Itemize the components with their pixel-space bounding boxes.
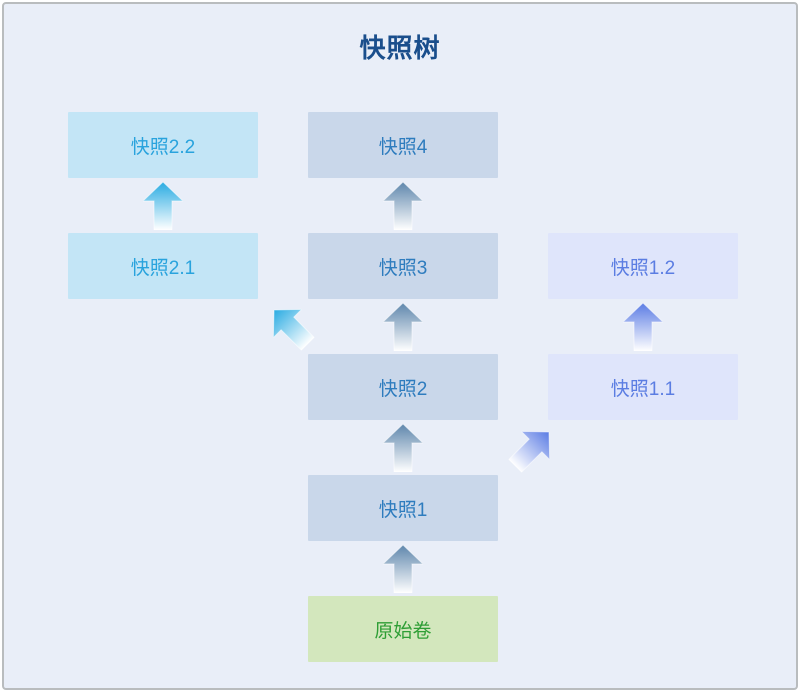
- node-snapshot1-1: 快照1.1: [548, 354, 738, 420]
- node-origin-volume: 原始卷: [308, 596, 498, 662]
- node-snapshot3: 快照3: [308, 233, 498, 299]
- up-arrow-icon-origin-to-snapshot1: [383, 545, 423, 593]
- up-arrow-icon-snapshot2-1-to-snapshot2-2: [143, 182, 183, 230]
- node-snapshot1-2: 快照1.2: [548, 233, 738, 299]
- node-snapshot2: 快照2: [308, 354, 498, 420]
- up-right-arrow-icon-snapshot1-to-snapshot1-1: [501, 418, 563, 480]
- node-snapshot2-1: 快照2.1: [68, 233, 258, 299]
- node-snapshot1-2-label: 快照1.2: [610, 257, 676, 279]
- up-arrow-icon-snapshot2-to-snapshot3: [383, 303, 423, 351]
- node-snapshot4: 快照4: [308, 112, 498, 178]
- up-arrow-icon-snapshot1-1-to-snapshot1-2: [623, 303, 663, 351]
- node-snapshot2-2-label: 快照2.2: [130, 136, 196, 158]
- node-snapshot1: 快照1: [308, 475, 498, 541]
- node-snapshot2-label: 快照2: [378, 378, 428, 400]
- node-snapshot4-label: 快照4: [378, 136, 428, 158]
- up-arrow-icon-snapshot1-to-snapshot2: [383, 424, 423, 472]
- node-snapshot1-1-label: 快照1.1: [610, 378, 676, 400]
- node-snapshot2-2: 快照2.2: [68, 112, 258, 178]
- up-arrow-icon-snapshot3-to-snapshot4: [383, 182, 423, 230]
- node-snapshot1-label: 快照1: [378, 499, 428, 521]
- node-snapshot3-label: 快照3: [378, 257, 428, 279]
- page-title: 快照树: [359, 33, 441, 63]
- node-origin-volume-label: 原始卷: [374, 620, 432, 642]
- node-snapshot2-1-label: 快照2.1: [130, 257, 196, 279]
- up-left-arrow-icon-snapshot2-to-snapshot2-1: [260, 296, 322, 358]
